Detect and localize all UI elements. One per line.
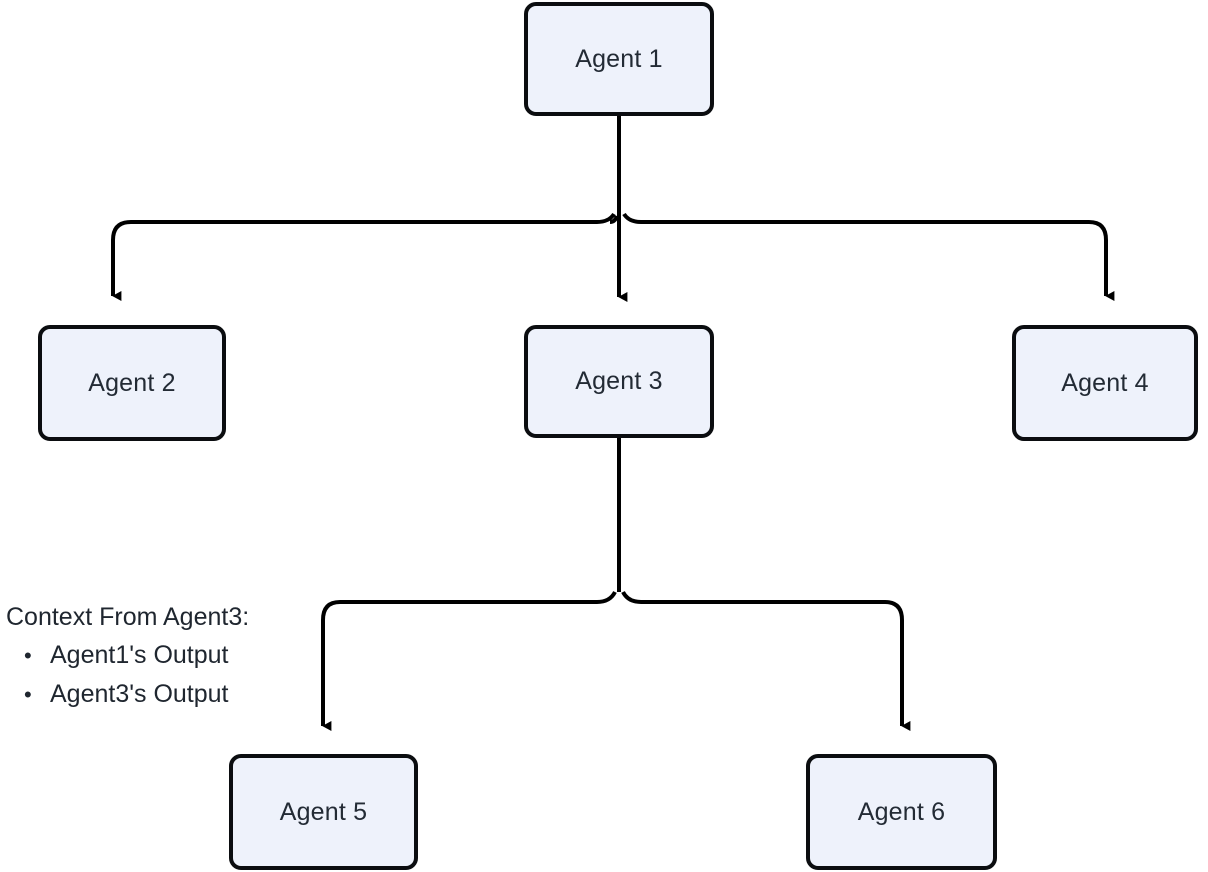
node-agent3-label: Agent 3 xyxy=(575,367,663,395)
context-list: • Agent1's Output • Agent3's Output xyxy=(6,636,336,714)
edge-agent3-to-agent5-elbow xyxy=(321,600,341,726)
bullet-icon: • xyxy=(24,682,32,707)
edge-agent1-to-agent4 xyxy=(622,212,1089,224)
node-agent2[interactable]: Agent 2 xyxy=(38,325,226,441)
context-annotation: Context From Agent3: • Agent1's Output •… xyxy=(6,598,336,714)
context-title: Context From Agent3: xyxy=(6,603,250,631)
node-agent3[interactable]: Agent 3 xyxy=(524,325,714,438)
context-list-item: • Agent3's Output xyxy=(6,675,336,714)
edge-agent1-to-agent2 xyxy=(131,212,619,224)
edge-agent3-to-agent6 xyxy=(621,591,885,604)
node-agent4[interactable]: Agent 4 xyxy=(1012,325,1198,441)
node-agent6[interactable]: Agent 6 xyxy=(806,754,997,870)
node-agent4-label: Agent 4 xyxy=(1061,368,1149,397)
node-agent5[interactable]: Agent 5 xyxy=(229,754,418,870)
node-agent1-label: Agent 1 xyxy=(575,44,663,73)
edge-agent1-to-agent2-elbow xyxy=(111,220,132,296)
edge-agent3-to-agent5 xyxy=(340,591,617,604)
node-agent2-label: Agent 2 xyxy=(88,368,176,397)
context-list-item: • Agent1's Output xyxy=(6,636,336,675)
node-agent5-label: Agent 5 xyxy=(279,797,368,826)
edge-agent3-to-agent6-elbow xyxy=(884,600,902,726)
node-agent1[interactable]: Agent 1 xyxy=(524,2,714,116)
context-item-label: Agent1's Output xyxy=(50,641,229,669)
context-item-label: Agent3's Output xyxy=(50,680,229,708)
bullet-icon: • xyxy=(24,643,32,668)
edge-agent1-to-agent4-elbow xyxy=(1088,220,1106,296)
node-agent6-label: Agent 6 xyxy=(857,797,946,826)
